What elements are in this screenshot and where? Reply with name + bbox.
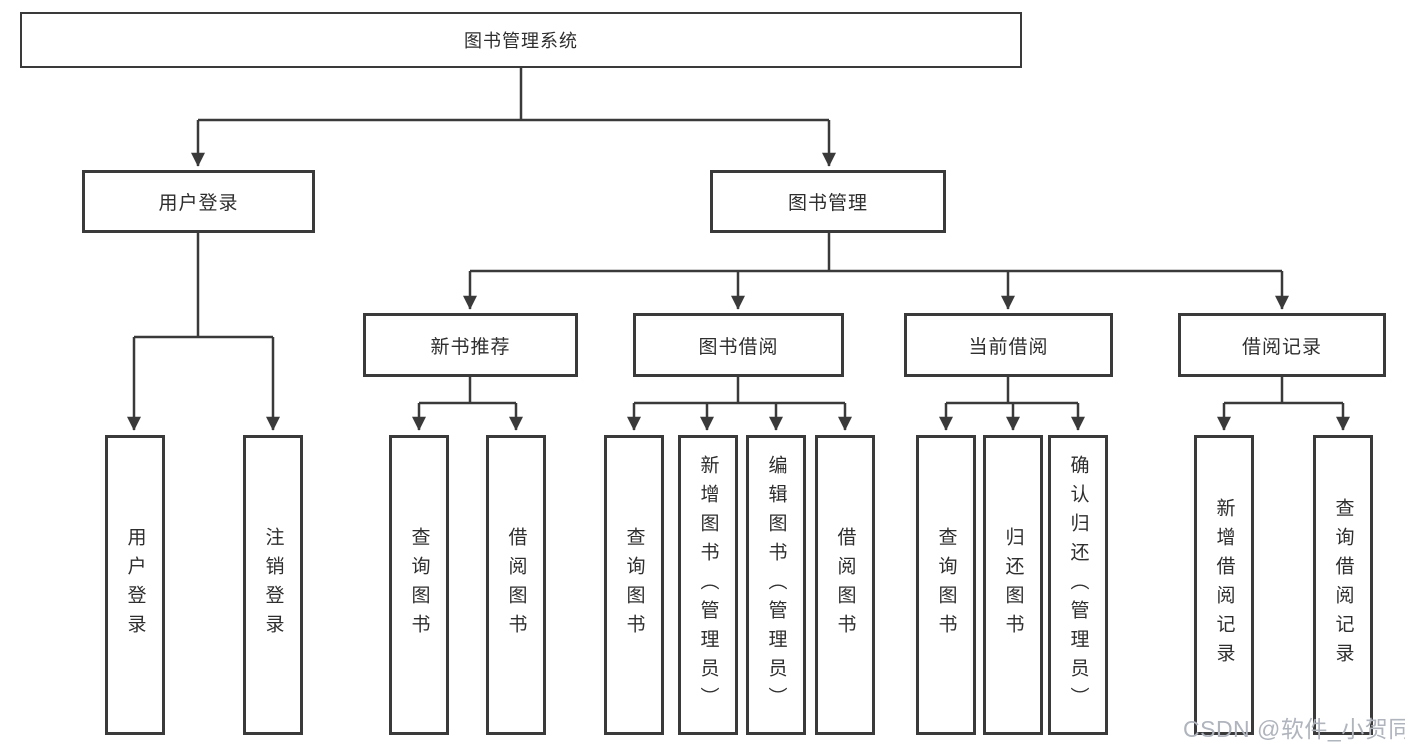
leaf-label: 查询图书 xyxy=(408,527,430,643)
node-library-management-system: 图书管理系统 xyxy=(20,12,1022,68)
leaf-label: 借阅图书 xyxy=(505,527,527,643)
leaf-borrow-books: 借阅图书 xyxy=(815,435,875,735)
leaf-confirm-return-admin: 确认归还（管理员） xyxy=(1048,435,1108,735)
node-book-borrowing: 图书借阅 xyxy=(633,313,844,377)
node-label: 用户登录 xyxy=(158,193,239,214)
leaf-label: 归还图书 xyxy=(1002,527,1024,643)
leaf-label: 查询图书 xyxy=(623,527,645,643)
node-book-management-branch: 图书管理 xyxy=(710,170,946,233)
node-new-book-recommendation: 新书推荐 xyxy=(363,313,578,377)
leaf-label: 确认归还（管理员） xyxy=(1067,454,1089,716)
leaf-borrow-books-recommend: 借阅图书 xyxy=(486,435,546,735)
leaf-query-books-recommend: 查询图书 xyxy=(389,435,449,735)
leaf-add-books-admin: 新增图书（管理员） xyxy=(678,435,738,735)
node-current-borrowing: 当前借阅 xyxy=(904,313,1113,377)
leaf-query-books-current: 查询图书 xyxy=(916,435,976,735)
csdn-watermark: CSDN @软件_小贺同学 xyxy=(1183,716,1405,742)
node-label: 当前借阅 xyxy=(968,336,1049,358)
node-label: 图书借阅 xyxy=(698,336,779,358)
leaf-edit-books-admin: 编辑图书（管理员） xyxy=(746,435,806,735)
node-borrowing-records: 借阅记录 xyxy=(1178,313,1386,377)
node-label: 借阅记录 xyxy=(1241,336,1322,358)
leaf-label: 新增借阅记录 xyxy=(1213,498,1235,672)
node-label: 图书管理系统 xyxy=(464,31,578,51)
leaf-return-books: 归还图书 xyxy=(983,435,1043,735)
node-label: 新书推荐 xyxy=(430,336,511,358)
node-label: 图书管理 xyxy=(787,193,868,214)
leaf-label: 借阅图书 xyxy=(834,527,856,643)
leaf-label: 用户登录 xyxy=(124,527,146,643)
leaf-logout: 注销登录 xyxy=(243,435,303,735)
leaf-label: 查询图书 xyxy=(935,527,957,643)
leaf-label: 查询借阅记录 xyxy=(1332,498,1354,672)
leaf-label: 新增图书（管理员） xyxy=(697,454,719,716)
leaf-query-books-borrow: 查询图书 xyxy=(604,435,664,735)
leaf-user-login: 用户登录 xyxy=(105,435,165,735)
node-user-login-branch: 用户登录 xyxy=(82,170,315,233)
leaf-label: 编辑图书（管理员） xyxy=(765,454,787,716)
leaf-label: 注销登录 xyxy=(262,527,284,643)
leaf-add-borrow-record: 新增借阅记录 xyxy=(1194,435,1254,735)
leaf-query-borrow-record: 查询借阅记录 xyxy=(1313,435,1373,735)
